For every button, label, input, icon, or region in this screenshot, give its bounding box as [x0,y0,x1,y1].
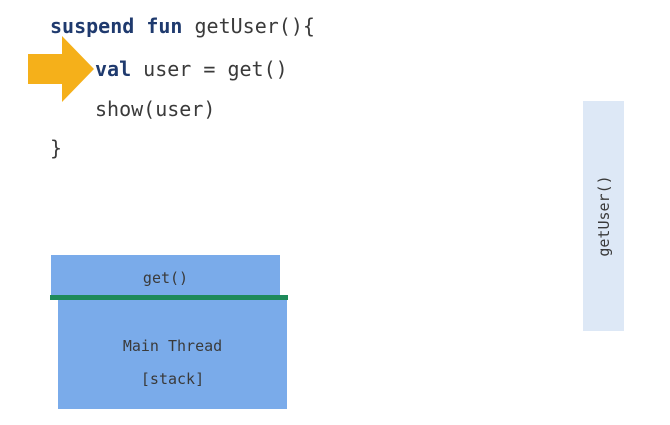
show-call: show(user) [95,97,216,121]
code-line-2: val user = get() [95,57,288,81]
current-line-arrow-icon [28,36,94,102]
stack-label: [stack] [140,370,205,388]
closing-brace: } [50,136,63,160]
keyword-val: val [95,57,132,81]
keyword-suspend: suspend [50,14,135,38]
main-thread-label: Main Thread [122,337,223,355]
code-line-4: } [50,136,62,160]
assignment-statement: user = get() [143,57,288,81]
stack-frame-get: get() [51,255,280,296]
code-line-3: show(user) [95,97,215,121]
keyword-fun: fun [146,14,183,38]
function-signature: getUser(){ [194,14,315,38]
stack-divider [50,295,288,300]
suspended-frame-panel: getUser() [583,101,624,331]
code-line-1: suspend fun getUser(){ [50,14,315,38]
stack-frame-get-label: get() [142,269,189,287]
suspended-frame-label: getUser() [594,175,613,257]
main-thread-stack: Main Thread [stack] [58,300,287,409]
